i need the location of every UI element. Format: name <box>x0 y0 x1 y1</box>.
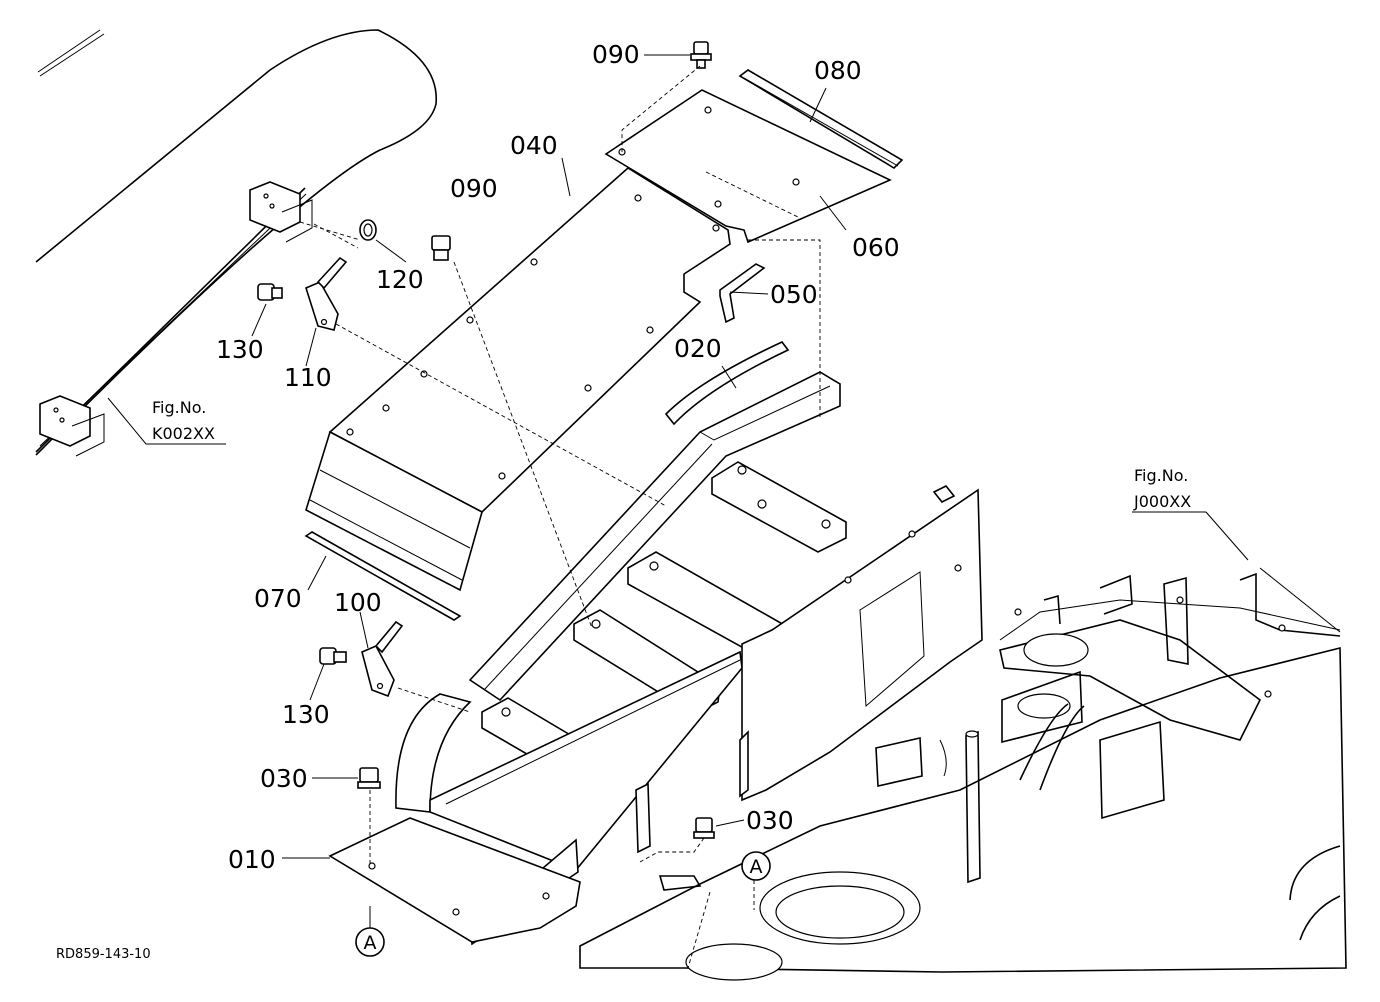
callout-130-lower: 130 <box>282 700 330 729</box>
callout-090-top: 090 <box>592 40 640 69</box>
callout-030-left: 030 <box>260 764 308 793</box>
callout-040: 040 <box>510 131 558 160</box>
bracket-110 <box>305 256 348 331</box>
callout-080: 080 <box>814 56 862 85</box>
callout-010: 010 <box>228 845 276 874</box>
marker-a-left-text: A <box>364 932 377 954</box>
bracket-100 <box>361 620 404 698</box>
fig-ref-left-label: Fig.No. <box>152 398 206 417</box>
part-020-rubber-seal <box>664 341 790 426</box>
figure-reference-left: Fig.No. K002XX <box>152 398 215 443</box>
callout-030-right: 030 <box>746 806 794 835</box>
part-040-top-cover-plate <box>305 167 731 592</box>
bolt-030-left <box>357 767 381 789</box>
part-050-rubber-seal <box>719 263 766 324</box>
undercover-frame <box>395 371 983 946</box>
drawing-code: RD859-143-10 <box>56 947 151 962</box>
callout-100: 100 <box>334 588 382 617</box>
bolt-030-right <box>693 817 715 839</box>
washer-120 <box>359 219 377 241</box>
leader-lines <box>107 54 1249 928</box>
part-070-seal-strip <box>304 531 462 621</box>
fig-ref-right-label: Fig.No. <box>1134 466 1188 485</box>
callout-070: 070 <box>254 584 302 613</box>
reference-marker-a-left: A <box>355 927 385 957</box>
assembly-lines <box>313 65 821 969</box>
callout-130-upper: 130 <box>216 335 264 364</box>
bolt-090-middle <box>431 235 451 261</box>
fig-ref-left-code: K002XX <box>152 424 215 443</box>
bolt-090-upper <box>690 41 712 69</box>
reference-marker-a-right: A <box>741 851 771 881</box>
hood-cover-reference <box>35 29 437 457</box>
callout-020: 020 <box>674 334 722 363</box>
callout-090-middle: 090 <box>450 174 498 203</box>
part-060-cover-plate <box>604 89 892 244</box>
fig-ref-right-code: J000XX <box>1133 492 1191 511</box>
chassis-frame-reference <box>579 567 1347 981</box>
callout-110: 110 <box>284 363 332 392</box>
part-010-lower-plate <box>328 817 581 943</box>
hardware-items <box>257 41 715 839</box>
bolt-130-lower <box>319 647 347 665</box>
callout-labels: 090 080 040 090 060 120 050 020 130 110 … <box>216 40 900 874</box>
callout-060: 060 <box>852 233 900 262</box>
part-080-seal-strip <box>738 69 904 170</box>
marker-a-right-text: A <box>750 856 763 878</box>
callout-120: 120 <box>376 265 424 294</box>
bolt-130-upper <box>257 283 283 301</box>
callout-050: 050 <box>770 280 818 309</box>
figure-reference-right: Fig.No. J000XX <box>1133 466 1191 511</box>
